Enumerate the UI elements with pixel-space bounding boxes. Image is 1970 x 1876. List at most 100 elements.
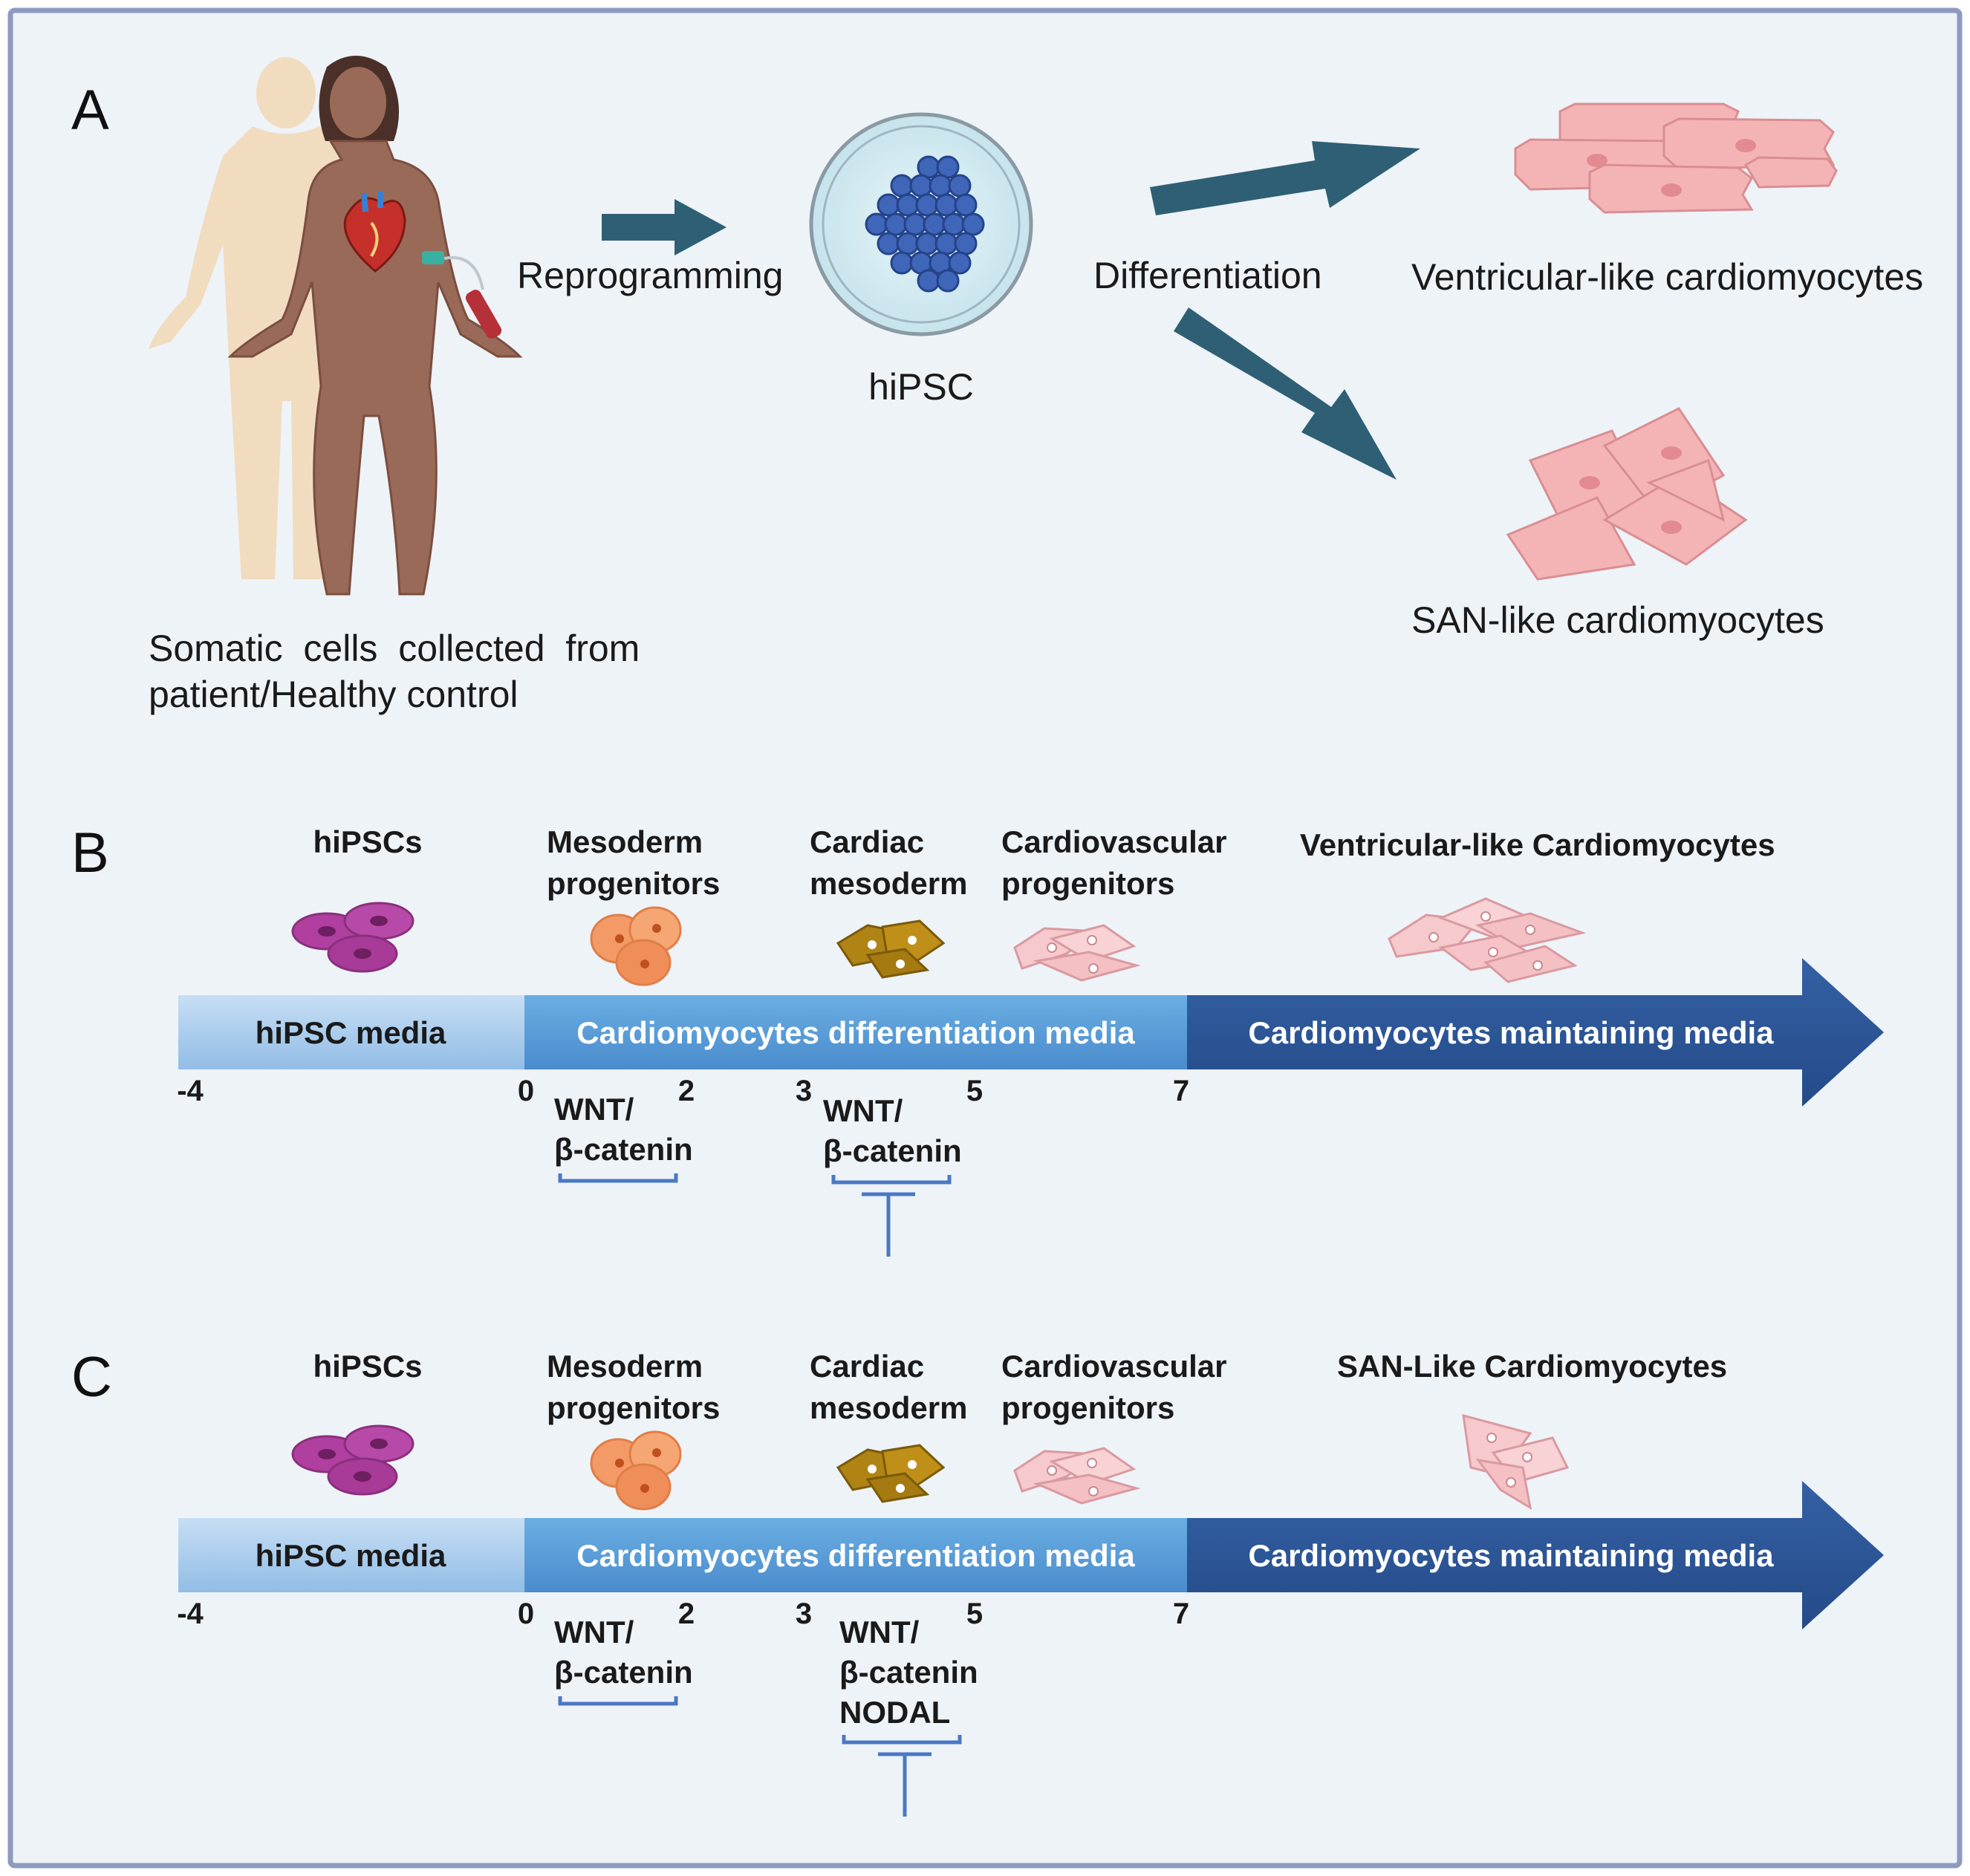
panel-label-a: A [71,79,109,142]
stem-cell [877,232,900,255]
day-tick: 0 [518,1075,534,1107]
hipsc-dish-icon [809,112,1033,336]
stem-cell [936,269,960,293]
stage-mesoderm-label-1: Mesoderm [547,1349,703,1384]
stage-hipscs-label: hiPSCs [313,1349,422,1384]
timeline-c: hiPSCs Mesoderm progenitors Cardiac meso… [177,1349,1884,1817]
stem-cell [909,174,933,198]
figure-frame [7,7,1963,1869]
stage-hipscs-label: hiPSCs [313,824,422,859]
ventricular-cells-icon [1514,102,1838,214]
media-hipsc-label: hiPSC media [256,1015,446,1050]
differentiation-arrow-down [1174,307,1397,480]
inhibition-bracket [831,1175,952,1185]
stage-san-label: SAN-Like Cardiomyocytes [1337,1349,1727,1384]
activation-bracket [558,1173,678,1183]
stem-cell [865,212,888,236]
inhibitor-label-3: NODAL [839,1695,950,1730]
activation-bracket [558,1696,678,1706]
activator-label-2: β-catenin [554,1655,693,1690]
activator-label-1: WNT/ [554,1092,634,1127]
differentiation-label: Differentiation [1093,255,1322,296]
stem-cell [917,269,940,293]
stem-cell [954,193,978,217]
stem-cell [948,251,972,275]
stage-cardiac-label-1: Cardiac [810,1349,924,1384]
stem-cell [942,212,966,236]
inhibitor-label-2: β-catenin [823,1133,962,1168]
san-label: SAN-like cardiomyocytes [1411,599,1824,641]
stem-cell [954,232,978,255]
stem-cell [877,193,900,217]
inhibition-bracket [842,1735,962,1745]
stage-cvp-label-1: Cardiovascular [1001,1349,1226,1384]
stem-cell [929,174,952,198]
media-hipsc-segment [178,1518,524,1592]
day-tick: 7 [1173,1075,1189,1107]
stem-cell [915,193,939,217]
inhibition-symbol [862,1192,915,1257]
panel-label-b: B [71,821,109,885]
stem-cell [948,174,972,198]
stem-cell [961,212,985,236]
day-tick: -4 [177,1597,204,1630]
inhibitor-label-1: WNT/ [839,1615,920,1649]
human-figures-icon [149,56,523,596]
stage-mesoderm-label-2: progenitors [547,866,720,901]
day-tick: 5 [966,1597,983,1630]
somatic-label-line1: Somatic cells collected from [149,628,640,669]
stage-cvp-label-1: Cardiovascular [1001,824,1226,859]
stage-ventricular-label: Ventricular-like Cardiomyocytes [1300,827,1775,862]
day-tick: 0 [518,1597,534,1630]
stem-cell [896,193,920,217]
activator-label-2: β-catenin [554,1132,693,1167]
media-maintaining-arrow [1187,958,1884,1107]
reprogramming-label: Reprogramming [517,255,783,296]
stem-cell [915,232,939,255]
stem-cell [923,212,946,236]
stage-mesoderm-label-1: Mesoderm [547,824,703,859]
stage-cardiac-label-2: mesoderm [810,1390,967,1425]
day-tick: 7 [1173,1597,1189,1630]
media-differentiation-segment [524,1518,1187,1592]
stem-cell [934,193,958,217]
media-differentiation-label: Cardiomyocytes differentiation media [576,1015,1135,1050]
stage-cvp-label-2: progenitors [1001,1390,1174,1425]
stem-cell [884,212,908,236]
media-differentiation-label: Cardiomyocytes differentiation media [576,1538,1135,1573]
media-hipsc-segment [178,995,524,1069]
media-differentiation-segment [524,995,1187,1069]
panel-label-c: C [71,1346,112,1409]
stage-cardiac-label-2: mesoderm [810,866,967,901]
stem-cell [896,232,920,255]
stem-cell [903,212,927,236]
differentiation-arrow-up [1150,141,1420,215]
stage-cardiac-label-1: Cardiac [810,824,924,859]
day-tick: 2 [678,1597,695,1630]
day-tick: 2 [678,1075,695,1107]
timeline-b: hiPSCs Mesoderm progenitors Cardiac meso… [177,824,1884,1257]
patient-person-icon [227,56,523,596]
stage-cvp-label-2: progenitors [1001,866,1174,901]
inhibition-symbol [878,1752,932,1817]
somatic-label-line2: patient/Healthy control [149,674,518,715]
stem-cell [934,232,958,255]
stage-mesoderm-label-2: progenitors [547,1390,720,1425]
day-tick: 5 [966,1075,983,1107]
san-cells-icon [1506,407,1748,581]
media-hipsc-label: hiPSC media [256,1538,446,1573]
reprogramming-arrow [602,199,726,255]
ventricular-label: Ventricular-like cardiomyocytes [1411,256,1923,298]
media-maintaining-arrow [1187,1481,1884,1629]
activator-label-1: WNT/ [554,1615,634,1649]
media-maintaining-label: Cardiomyocytes maintaining media [1248,1015,1774,1050]
day-tick: 3 [796,1597,812,1630]
stem-cell [890,251,914,275]
hipsc-label: hiPSC [868,366,974,408]
inhibitor-label-1: WNT/ [823,1093,903,1128]
day-tick: -4 [177,1075,204,1107]
media-maintaining-label: Cardiomyocytes maintaining media [1248,1538,1774,1573]
stem-cell [890,174,914,198]
